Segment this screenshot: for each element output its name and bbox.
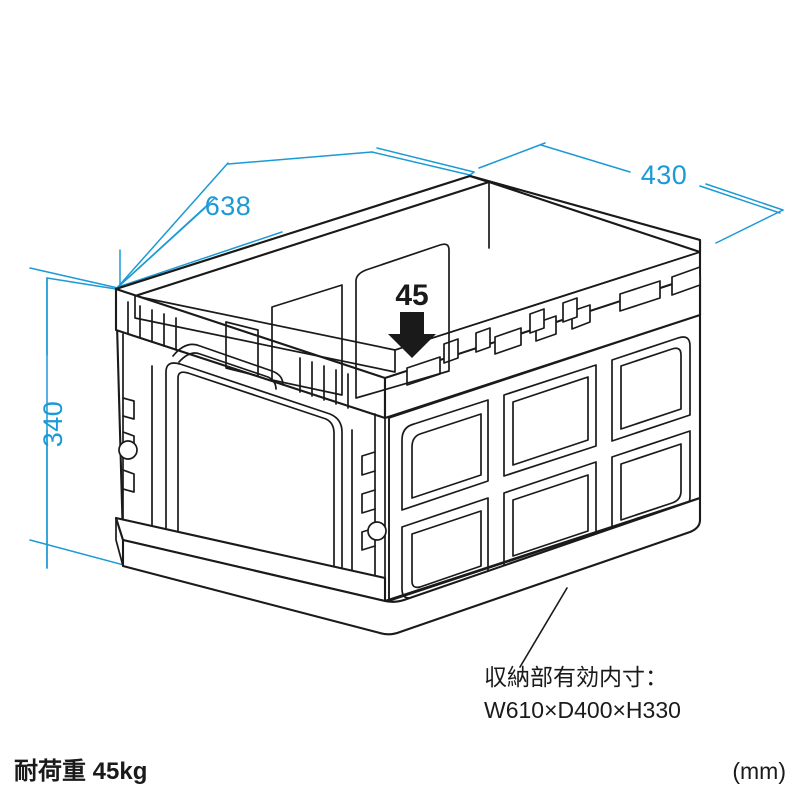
front-window-2 [503, 364, 597, 477]
load-capacity-value: 45 [395, 279, 428, 312]
front-panel-window-row-top [401, 336, 691, 511]
interior-rear-panel-mid [271, 284, 343, 396]
interior-floor-edge [394, 251, 701, 351]
front-window-5-inner [512, 474, 589, 557]
base-left-foot [115, 517, 124, 567]
front-window-1 [401, 399, 489, 511]
dimension-638-label: 638 [205, 191, 252, 221]
side-panel-handle [172, 343, 284, 386]
dimension-340 [29, 267, 136, 569]
front-window-6-inner [620, 443, 682, 521]
front-window-2-inner [512, 376, 589, 466]
interior-rear-panel-left [225, 321, 259, 377]
base-bottom-front-inner [384, 599, 405, 603]
dimension-340-label: 340 [38, 401, 68, 448]
dimension-430-label: 430 [641, 160, 688, 190]
rim-small-holes [443, 297, 578, 364]
interior-right-wall [488, 181, 701, 276]
rim-vent-ribs-left [127, 301, 177, 351]
load-rating-label: 耐荷重 45kg [14, 758, 147, 785]
footer-group: 耐荷重 45kg (mm) [14, 758, 786, 785]
front-window-1-inner [411, 413, 482, 499]
callout-line-2: W610×D400×H330 [484, 697, 681, 723]
front-window-3-inner [620, 347, 682, 430]
interior-rear-wall [134, 295, 396, 373]
interior-rear-panel-right [355, 243, 450, 399]
callout-leader-line [519, 587, 568, 668]
hinge-pin-front [367, 521, 387, 541]
front-panel-hinge-post [374, 413, 390, 602]
dimension-430 [478, 142, 784, 244]
dimension-638 [115, 147, 475, 293]
unit-label: (mm) [732, 758, 786, 784]
storage-callout: 収納部有効内寸： W610×D400×H330 [484, 587, 681, 723]
load-capacity-badge: 45 [388, 279, 436, 358]
container-illustration [114, 174, 702, 636]
hinge-pin-left [118, 440, 138, 460]
down-arrow-icon [388, 312, 436, 358]
dimension-lines-group: 638 430 340 [29, 142, 784, 569]
front-window-3 [611, 336, 691, 442]
front-window-4-inner [411, 510, 482, 589]
callout-line-1: 収納部有効内寸： [484, 664, 668, 690]
rim-latch-slots [406, 266, 701, 386]
side-panel-handle-inner [178, 352, 277, 390]
